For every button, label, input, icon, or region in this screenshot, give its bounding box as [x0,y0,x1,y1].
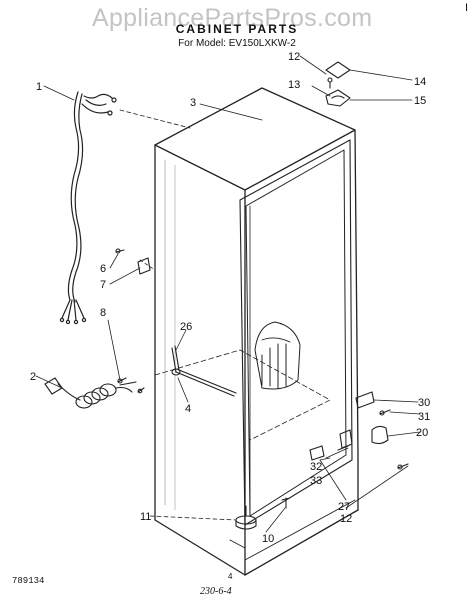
callout-10: 10 [262,533,274,545]
callout-32: 32 [310,461,322,473]
callout-11: 11 [140,511,151,523]
callout-labels: 1 2 3 4 6 7 8 10 11 12 12 13 14 15 20 26… [30,51,430,545]
callout-14: 14 [414,76,426,88]
callout-31: 31 [418,411,430,423]
hinge-small-parts [115,248,151,394]
callout-1: 1 [36,81,42,93]
callout-13: 13 [288,79,300,91]
callout-6: 6 [100,263,106,275]
callout-7: 7 [100,279,106,291]
callout-26: 26 [180,321,192,333]
callout-12-top: 12 [288,51,300,63]
callout-30: 30 [418,397,430,409]
callout-15: 15 [414,95,426,107]
corner-mark: I [464,2,468,14]
cabinet-body [154,87,359,576]
callout-20: 20 [416,427,428,439]
callout-leaders [35,55,421,533]
callout-2: 2 [30,371,36,383]
model-subtitle: For Model: EV150LXKW-2 [178,38,296,49]
callout-27: 27 [338,501,350,513]
bottom-hinge-parts [309,391,409,470]
power-cord [44,377,137,409]
toe-grille-rod [171,345,237,397]
rear-evaporator-detail [254,321,301,390]
footer-handwritten-note: 230-6-4 [200,586,232,597]
footer-code: 789134 [12,576,45,586]
top-hinge-parts [325,61,351,107]
callout-12-bottom: 12 [340,513,352,525]
watermark: AppliancePartsPros.com [92,4,373,32]
diagram-title: CABINET PARTS [175,22,299,36]
callout-3: 3 [190,97,196,109]
callout-4: 4 [185,403,191,415]
wire-harness [59,91,117,325]
callout-33: 33 [310,475,322,487]
callout-8: 8 [100,307,106,319]
footer-page-number: 4 [228,572,233,581]
